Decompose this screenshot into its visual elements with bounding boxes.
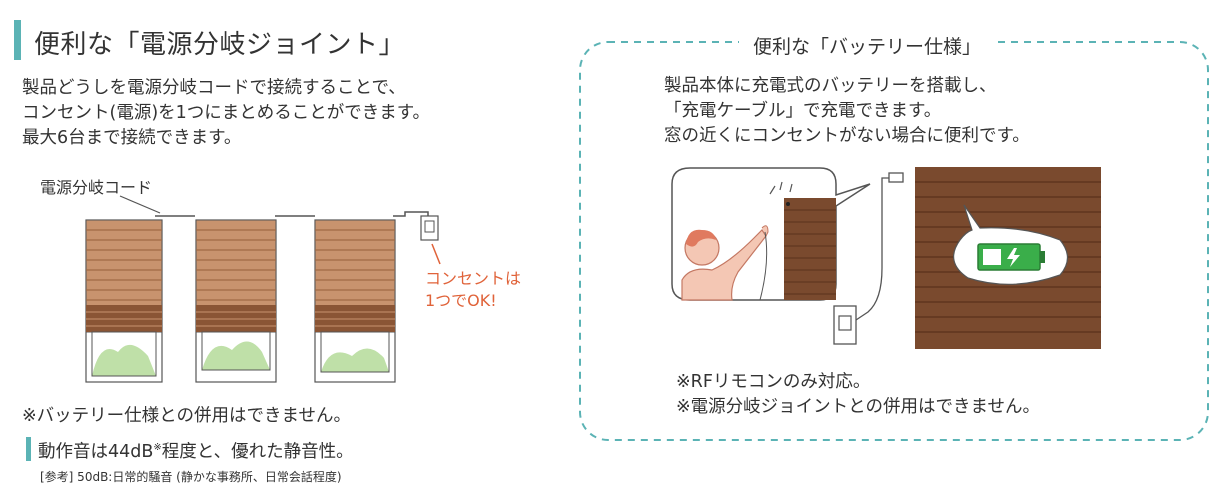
- outlet-callout-line: 1つでOK!: [425, 291, 497, 310]
- outlet-callout-pointer: [431, 243, 441, 265]
- right-description-line: 窓の近くにコンセントがない場合に便利です。: [664, 126, 1030, 146]
- power-outlet-icon: [833, 305, 857, 345]
- noise-level-mark: ※: [153, 442, 162, 453]
- noise-reference: [参考] 50dB:日常的騒音 (静かな事務所、日常会話程度): [40, 470, 342, 484]
- outlet-callout-line: コンセントは: [425, 269, 522, 288]
- blinds-illustration: [119, 195, 429, 222]
- charging-scene: [671, 167, 871, 301]
- left-description-line: 製品どうしを電源分岐コードで接続することで、: [22, 78, 406, 98]
- blind-unit: [314, 219, 396, 383]
- right-description: 製品本体に充電式のバッテリーを搭載し、 「充電ケーブル」で充電できます。 窓の近…: [664, 74, 1030, 149]
- power-cord-to-outlet: [393, 211, 429, 222]
- outlet-callout: コンセントは 1つでOK!: [425, 268, 521, 312]
- noise-level-text: 動作音は44dB※程度と、優れた静音性。: [38, 438, 354, 463]
- left-section-title: 便利な「電源分岐ジョイント」: [34, 30, 406, 60]
- power-outlet-icon: [420, 215, 439, 241]
- noise-level-main: 動作音は44dB: [38, 442, 154, 462]
- right-description-line: 製品本体に充電式のバッテリーを搭載し、: [664, 76, 997, 96]
- left-description-line: 最大6台まで接続できます。: [22, 128, 242, 148]
- noise-level-rest: 程度と、優れた静音性。: [161, 442, 354, 462]
- blind-unit: [195, 219, 277, 383]
- charging-cable: [855, 172, 904, 321]
- person-icon: [681, 225, 769, 301]
- title-accent-bar: [14, 20, 21, 60]
- sound-accent-bar: [26, 437, 31, 461]
- right-notes: ※RFリモコンのみ対応。 ※電源分岐ジョイントとの併用はできません。: [676, 370, 1040, 420]
- left-description-line: コンセント(電源)を1つにまとめることができます。: [22, 103, 431, 123]
- right-note: ※RFリモコンのみ対応。: [676, 372, 871, 392]
- cord-leader-line: [119, 195, 161, 214]
- left-description: 製品どうしを電源分岐コードで接続することで、 コンセント(電源)を1つにまとめる…: [22, 76, 430, 151]
- right-section-title: 便利な「バッテリー仕様」: [739, 32, 996, 59]
- blind-unit: [85, 219, 163, 383]
- left-note: ※バッテリー仕様との併用はできません。: [22, 406, 351, 426]
- battery-charging-icon: [977, 243, 1045, 271]
- right-description-line: 「充電ケーブル」で充電できます。: [664, 101, 942, 121]
- cord-label: 電源分岐コード: [40, 178, 153, 197]
- right-note: ※電源分岐ジョイントとの併用はできません。: [676, 397, 1040, 417]
